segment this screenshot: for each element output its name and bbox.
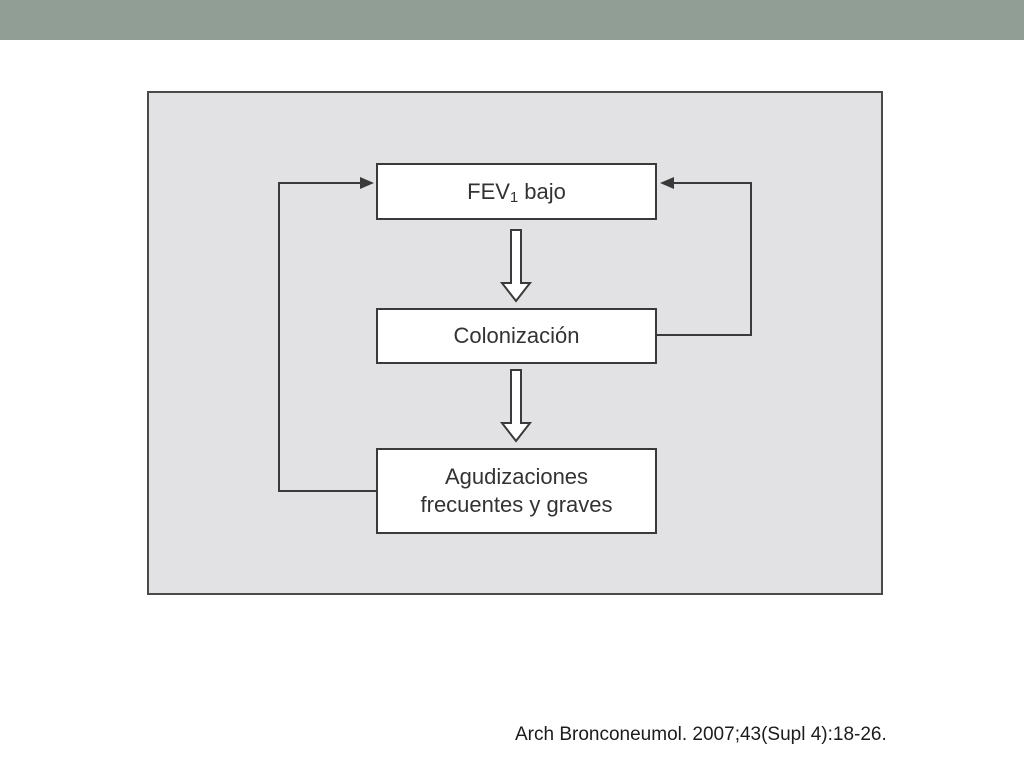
citation-text: Arch Bronconeumol. 2007;43(Supl 4):18-26…	[515, 724, 887, 745]
fev-main-label: FEV	[467, 178, 510, 204]
colonizacion-label: Colonización	[453, 323, 580, 348]
feedback-colonizacion-to-fev	[657, 182, 752, 336]
fev-rest-label: bajo	[524, 178, 566, 204]
agudizaciones-line2: frecuentes y graves	[420, 492, 613, 517]
fev-subscript: 1	[509, 188, 519, 206]
node-agudizaciones: Agudizaciones frecuentes y graves	[376, 448, 657, 534]
arrowhead-left-feedback	[360, 177, 374, 189]
arrowhead-right-feedback	[660, 177, 674, 189]
arrow-fev-to-colonizacion	[499, 229, 533, 303]
arrow-colonizacion-to-agudizaciones	[499, 369, 533, 443]
node-colonizacion: Colonización	[376, 308, 657, 364]
top-banner	[0, 0, 1024, 40]
agudizaciones-line1: Agudizaciones	[444, 464, 589, 489]
feedback-agudizaciones-to-fev	[278, 182, 376, 492]
